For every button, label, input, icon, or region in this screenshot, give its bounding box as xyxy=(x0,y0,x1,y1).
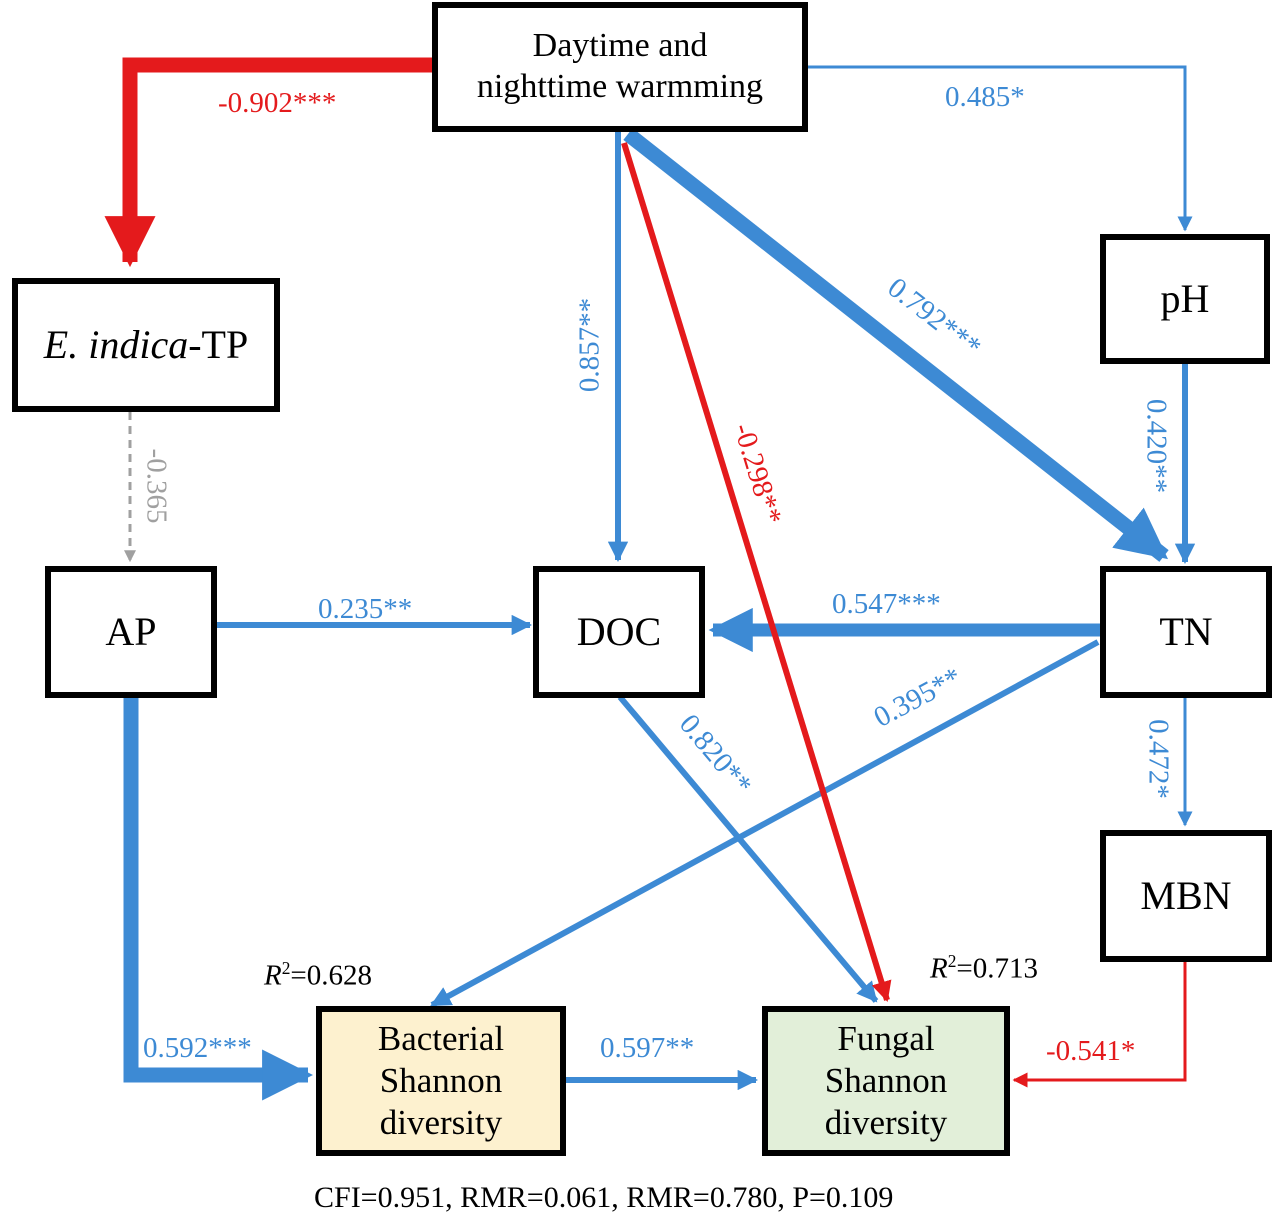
coef-ap-doc: 0.235** xyxy=(318,593,413,625)
node-bacterial-line1: Bacterial xyxy=(377,1019,505,1058)
r2-bacterial: R2=0.628 xyxy=(264,958,373,992)
node-bacterial-diversity: Bacterial Shannon diversity xyxy=(316,1006,566,1156)
coef-warming-doc: 0.857** xyxy=(573,297,606,393)
arrow-tn-to-bacterial xyxy=(430,639,1100,1008)
r2-fungal: R2=0.713 xyxy=(930,951,1039,985)
r2-fungal-symbol: R xyxy=(930,952,948,985)
node-fungal-diversity: Fungal Shannon diversity xyxy=(762,1006,1010,1156)
node-warming-line1: Daytime and xyxy=(532,27,708,65)
coef-tn-mbn: 0.472* xyxy=(1142,719,1175,799)
arrow-warming-to-tp xyxy=(104,57,432,268)
arrow-warming-to-fungal xyxy=(621,142,892,1002)
node-fungal-line2: Shannon xyxy=(824,1061,948,1100)
node-ap-label: AP xyxy=(105,609,157,654)
coef-mbn-fungal: -0.541* xyxy=(1046,1035,1136,1067)
node-doc-label: DOC xyxy=(576,609,662,654)
node-fungal-line3: diversity xyxy=(824,1103,948,1142)
node-warming-line2: nighttime warmming xyxy=(476,68,764,105)
node-tn-label: TN xyxy=(1159,609,1213,654)
coef-tp-ap: -0.365 xyxy=(140,448,173,524)
arrow-ap-to-bacterial xyxy=(123,698,314,1101)
node-bacterial-line3: diversity xyxy=(379,1103,503,1142)
arrow-warming-to-tn xyxy=(623,128,1169,562)
node-ph: pH xyxy=(1100,234,1270,364)
r2-bacterial-exponent: 2 xyxy=(281,958,291,978)
node-tp: E. indica-TP xyxy=(12,278,280,412)
arrow-doc-to-fungal xyxy=(617,695,879,1003)
coef-ph-tn: 0.420** xyxy=(1140,398,1173,494)
coef-warming-ph: 0.485* xyxy=(945,81,1025,113)
node-ph-label: pH xyxy=(1160,276,1210,321)
arrow-warming-to-ph xyxy=(808,65,1193,232)
r2-fungal-value: =0.713 xyxy=(956,952,1039,985)
coef-bacterial-fungal: 0.597** xyxy=(600,1032,695,1064)
node-mbn: MBN xyxy=(1100,830,1272,962)
coef-tn-doc: 0.547*** xyxy=(832,588,941,620)
node-tn: TN xyxy=(1100,566,1272,698)
arrow-mbn-to-fungal xyxy=(1012,962,1187,1088)
coef-warming-tp: -0.902*** xyxy=(218,87,337,119)
node-warming: Daytime and nighttime warmming xyxy=(432,2,808,132)
coef-ap-bacterial: 0.592*** xyxy=(143,1032,252,1064)
node-tp-species: E. indica xyxy=(43,322,189,367)
r2-bacterial-value: =0.628 xyxy=(290,959,373,992)
node-tp-suffix: -TP xyxy=(188,322,249,367)
node-bacterial-line2: Shannon xyxy=(379,1061,503,1100)
node-doc: DOC xyxy=(533,566,705,698)
node-ap: AP xyxy=(45,566,217,698)
r2-fungal-exponent: 2 xyxy=(947,951,957,971)
node-fungal-line1: Fungal xyxy=(837,1019,935,1058)
fit-statistics: CFI=0.951, RMR=0.061, RMR=0.780, P=0.109 xyxy=(314,1181,894,1214)
node-mbn-label: MBN xyxy=(1140,873,1232,918)
r2-bacterial-symbol: R xyxy=(264,959,282,992)
